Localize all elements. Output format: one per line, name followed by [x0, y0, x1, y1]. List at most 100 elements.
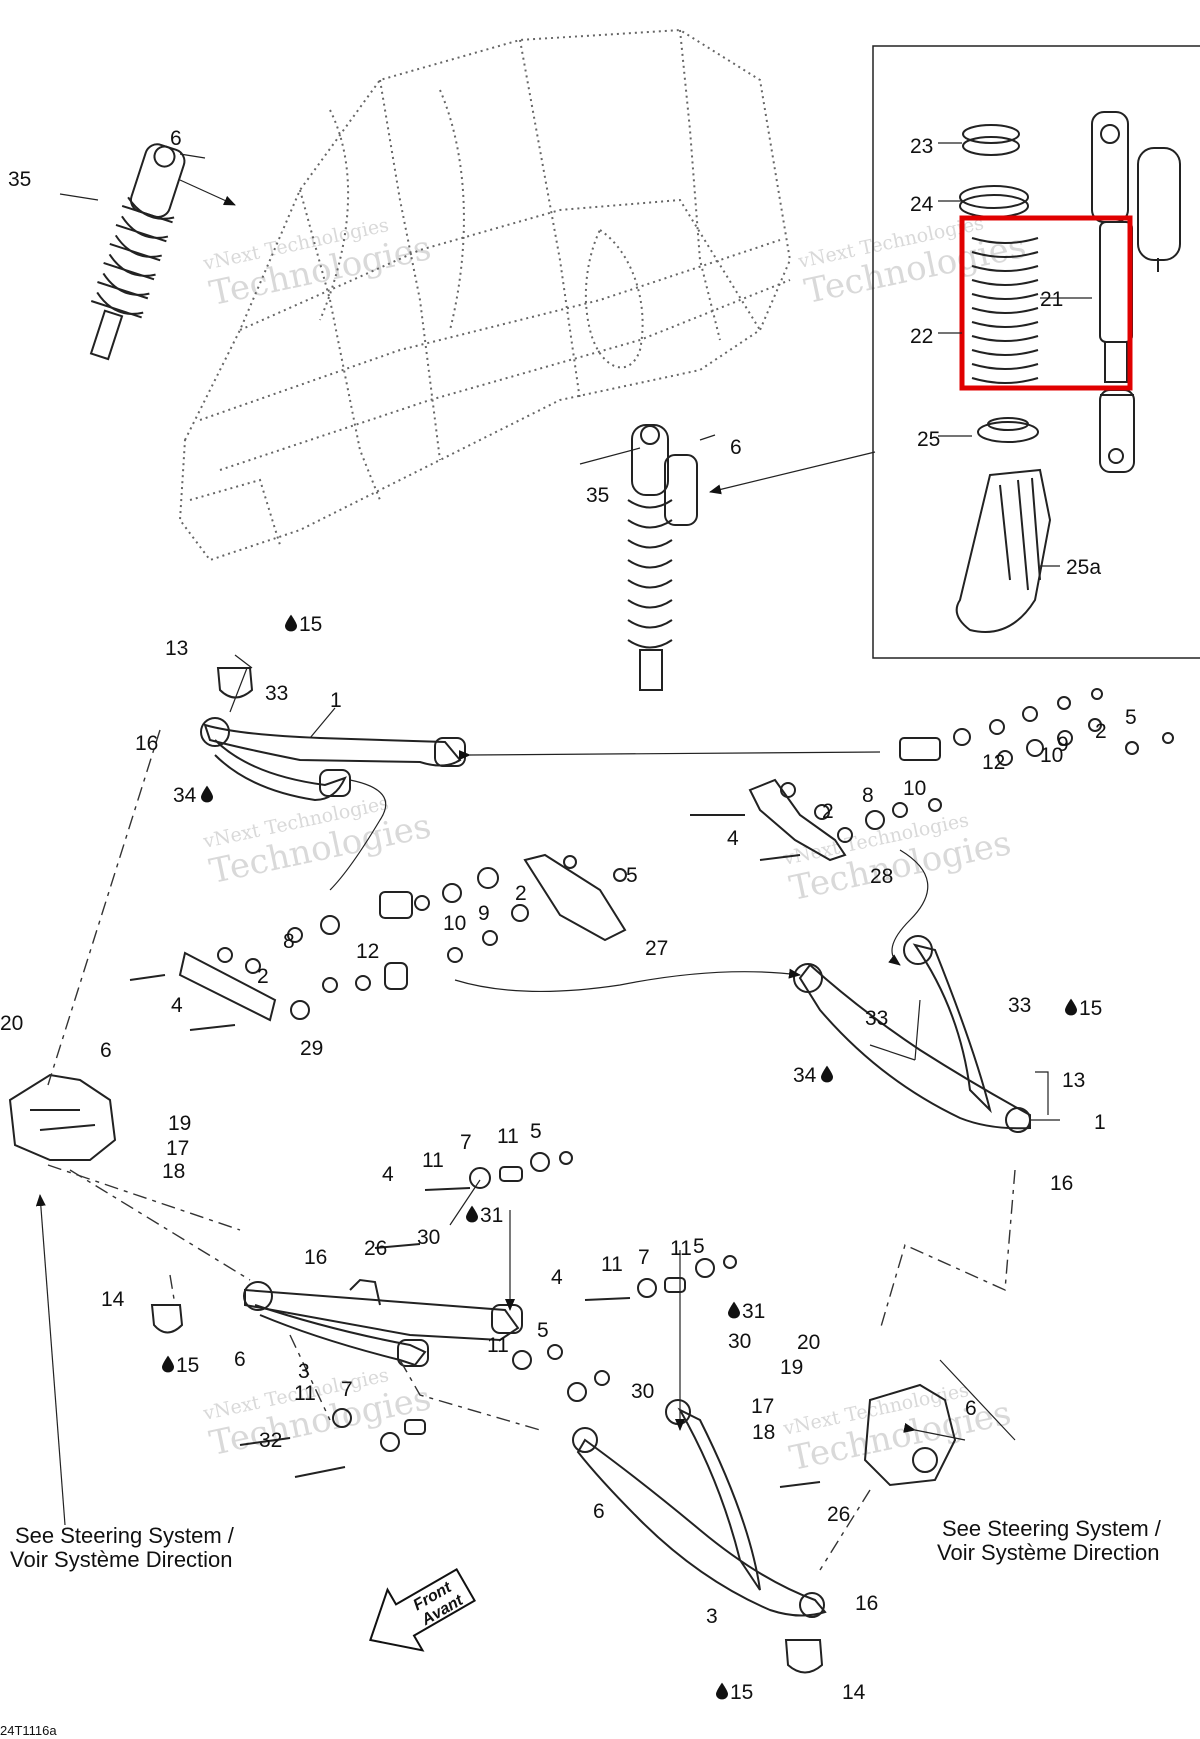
steering-note-right-line2: Voir Système Direction	[937, 1540, 1160, 1565]
callout-label: 33	[865, 1007, 888, 1030]
callout-label: 35	[586, 484, 609, 507]
callout-label: 30	[728, 1330, 751, 1353]
shock-detail-inset	[872, 45, 1200, 659]
callout-16: 16	[855, 1592, 878, 1615]
oil-drop-icon	[201, 785, 213, 803]
oil-drop-icon	[162, 1355, 174, 1373]
callout-label: 2	[257, 965, 269, 988]
callout-label: 1	[330, 689, 342, 712]
callout-label: 34	[173, 784, 197, 807]
center-shock-absorber	[627, 424, 698, 691]
callout-label: 16	[1050, 1172, 1073, 1195]
left-shock-absorber	[89, 143, 186, 361]
callout-5: 5	[626, 864, 638, 887]
callout-26: 26	[827, 1503, 850, 1526]
callout-label: 24	[910, 193, 934, 216]
callout-11: 11	[422, 1149, 444, 1172]
watermark-6: vNext Technologies Technologies	[780, 1379, 1014, 1479]
callout-3: 3	[706, 1605, 718, 1628]
callout-32: 32	[259, 1429, 282, 1452]
callout-label: 20	[0, 1012, 23, 1035]
callout-11: 11	[294, 1382, 316, 1405]
callout-7: 7	[460, 1131, 472, 1154]
callout-label: 31	[742, 1300, 765, 1323]
steering-note-left-line2: Voir Système Direction	[10, 1547, 233, 1572]
callout-label: 31	[480, 1204, 503, 1227]
callout-label: 11	[422, 1149, 444, 1172]
callout-17: 17	[751, 1395, 774, 1418]
callout-label: 11	[487, 1334, 509, 1357]
callout-11: 11	[601, 1253, 623, 1276]
callout-label: 11	[670, 1237, 692, 1260]
callout-33: 33	[1008, 994, 1031, 1017]
callout-14: 14	[101, 1288, 125, 1311]
callout-16: 16	[1050, 1172, 1073, 1195]
callout-9: 9	[1057, 733, 1069, 756]
callout-label: 32	[259, 1429, 282, 1452]
callout-label: 6	[730, 436, 742, 459]
callout-2: 2	[822, 800, 834, 823]
callout-33: 33	[865, 1007, 888, 1030]
callout-11: 11	[487, 1334, 509, 1357]
callout-31: 31	[466, 1204, 503, 1227]
callout-28: 28	[870, 865, 893, 888]
callout-label: 11	[294, 1382, 316, 1405]
callout-label: 16	[135, 732, 158, 755]
callout-33: 33	[265, 682, 288, 705]
callout-label: 17	[166, 1137, 189, 1160]
callout-label: 6	[170, 127, 182, 150]
steering-note-left-line1: See Steering System /	[15, 1523, 235, 1548]
callout-label: 14	[101, 1288, 125, 1311]
callout-label: 11	[601, 1253, 623, 1276]
callout-15: 15	[1065, 997, 1102, 1020]
lower-right-a-arm	[572, 1399, 827, 1674]
callout-12: 12	[356, 940, 379, 963]
leader-lines	[35, 142, 1092, 1571]
callout-19: 19	[780, 1356, 803, 1379]
callout-5: 5	[537, 1319, 549, 1342]
callout-label: 4	[551, 1266, 563, 1289]
callout-5: 5	[1125, 706, 1137, 729]
callout-15: 15	[285, 613, 322, 636]
oil-drop-icon	[285, 614, 297, 632]
callout-1: 1	[1094, 1111, 1106, 1134]
callout-6: 6	[965, 1397, 977, 1420]
callout-label: 9	[478, 902, 490, 925]
oil-drop-icon	[466, 1205, 478, 1223]
callout-label: 13	[165, 637, 188, 660]
callout-20: 20	[0, 1012, 23, 1035]
callout-14: 14	[842, 1681, 866, 1704]
callout-6: 6	[730, 436, 742, 459]
callout-label: 5	[537, 1319, 549, 1342]
callout-label: 4	[382, 1163, 394, 1186]
callout-23: 23	[910, 135, 933, 158]
watermark-group: vNext Technologies Technologies vNext Te…	[200, 212, 1029, 1479]
callout-label: 10	[1040, 744, 1063, 767]
callout-label: 17	[751, 1395, 774, 1418]
callout-label: 5	[693, 1235, 705, 1258]
callout-label: 26	[364, 1237, 387, 1260]
callout-label: 5	[530, 1120, 542, 1143]
callout-25a: 25a	[1066, 556, 1101, 579]
callout-35: 35	[586, 484, 609, 507]
callout-label: 14	[842, 1681, 866, 1704]
callout-6: 6	[234, 1348, 246, 1371]
callout-11: 11	[497, 1125, 519, 1148]
callout-label: 8	[283, 930, 295, 953]
callout-27: 27	[645, 937, 668, 960]
callout-7: 7	[638, 1246, 650, 1269]
callout-label: 2	[822, 800, 834, 823]
callout-30: 30	[631, 1380, 654, 1403]
bushing-stack-upper	[899, 688, 1174, 766]
inset-shock	[955, 111, 1181, 633]
callout-10: 10	[443, 912, 466, 935]
callout-label: 27	[645, 937, 668, 960]
callout-label: 6	[234, 1348, 246, 1371]
callout-label: 18	[752, 1421, 775, 1444]
callout-label: 30	[417, 1226, 440, 1249]
callout-label: 16	[304, 1246, 327, 1269]
callout-label: 16	[855, 1592, 878, 1615]
lower-left-a-arm	[243, 1278, 523, 1367]
callout-label: 12	[356, 940, 379, 963]
callout-label: 26	[827, 1503, 850, 1526]
